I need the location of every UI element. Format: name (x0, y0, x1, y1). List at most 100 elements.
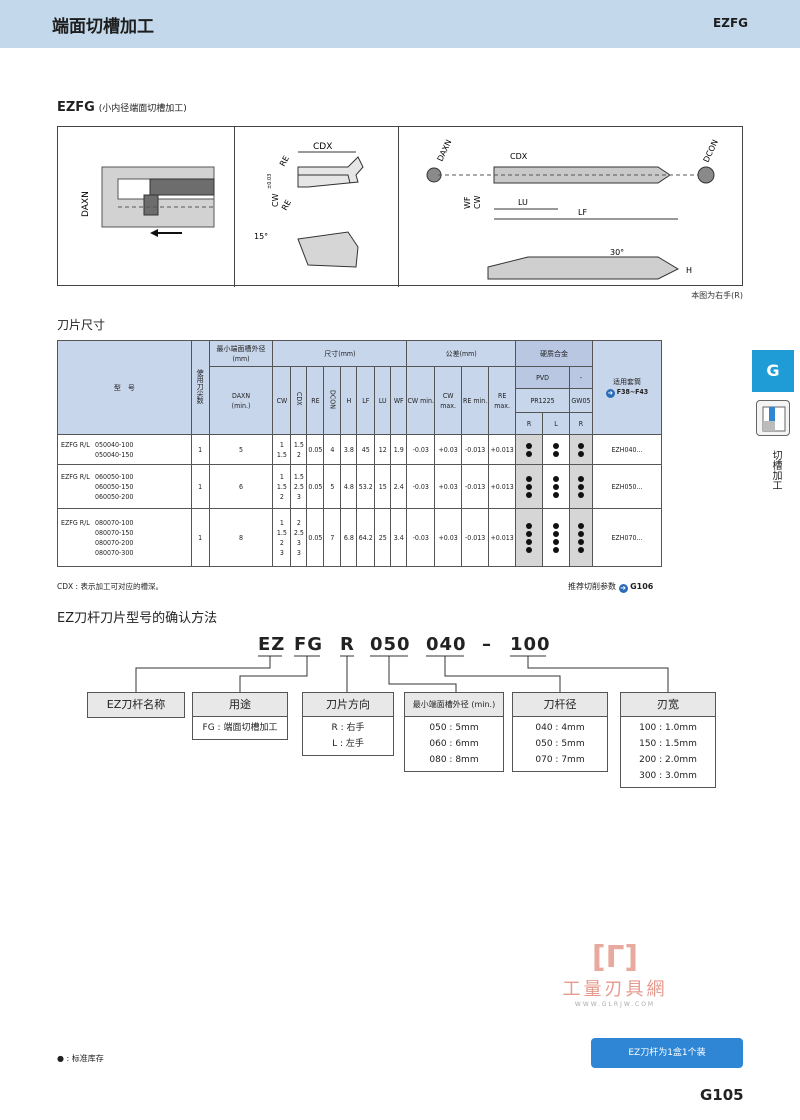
col-dcon: DCON (323, 366, 342, 435)
page-number: G105 (700, 1086, 744, 1104)
code-part-dash: – (482, 634, 492, 655)
stock-dot-icon (553, 538, 560, 545)
stock-dot-icon (526, 450, 533, 457)
stock-dot-icon (553, 450, 560, 457)
col-suit: 适用套筒 ➜ F38~F43 (591, 340, 663, 435)
stock-dot-icon (577, 483, 584, 490)
table-title: 刀片尺寸 (57, 318, 106, 332)
cw-value: 1 (279, 440, 284, 449)
model-code: 060050-200 (95, 492, 134, 501)
cutting-reference[interactable]: 推荐切削参数 ➜ G106 (568, 581, 653, 593)
col-daxn: DAXN (min.) (208, 366, 274, 435)
table-header-row: DAXN (min.) CW CDX RE DCON H LF LU WF CW… (58, 366, 662, 435)
cw-label-2: CW (473, 195, 482, 209)
h-label: H (686, 266, 692, 275)
code-box-head: 刀杆径 (513, 693, 607, 717)
re-cell: 0.05 (306, 508, 325, 567)
col-pvd: PVD (515, 366, 570, 389)
model-code: 050040-150 (95, 450, 134, 459)
cw-value: 1 (279, 472, 284, 481)
diagram-divider (398, 127, 399, 287)
model-code: 080070-100 (95, 518, 134, 527)
model-code: 080070-200 (95, 538, 134, 547)
watermark-name: 工量刃具網 (562, 979, 668, 1000)
stock-dot-icon (577, 546, 584, 553)
cdx-value: 2 (296, 450, 301, 459)
model-code: 060050-100 (95, 472, 134, 481)
stock-dot-icon (526, 475, 533, 482)
col-re-min: RE min. (461, 366, 490, 435)
holder-cell: EZH070... (591, 508, 663, 567)
stock-dot-icon (577, 538, 584, 545)
cw-min-cell: -0.03 (406, 464, 436, 509)
code-box-line: 050 : 5mm (535, 739, 585, 749)
table-header-row: R L R (58, 412, 662, 435)
col-r2: R (568, 412, 593, 435)
cutting-reference-page[interactable]: G106 (630, 582, 654, 591)
col-cw-min: CW min. (406, 366, 436, 435)
code-guide-title: EZ刀杆刀片型号的确认方法 (57, 611, 218, 626)
cdx-value: 3 (296, 548, 301, 557)
cdx-value: 1.5 (293, 472, 304, 481)
col-edges-label: 使用刀尖数 (196, 368, 205, 404)
code-box-line: 070 : 7mm (535, 755, 585, 765)
page-title: 端面切槽加工 (52, 17, 154, 37)
cdx-value: 3 (296, 492, 301, 501)
header-code: EZFG (713, 16, 748, 30)
cdx-value: 1.5 (293, 440, 304, 449)
cw-label: CW (271, 193, 280, 207)
model-code: 080070-300 (95, 548, 134, 557)
stock-dot-icon (526, 530, 533, 537)
model-prefix: EZFG R/L (61, 472, 90, 481)
code-box-line: 050 : 5mm (429, 723, 479, 733)
tool-diagram: DAXN CDX RE CW ±0.03 RE 15° DAXN CDX WF … (57, 126, 743, 287)
code-box-head: 刃宽 (621, 693, 715, 717)
stock-dot-icon (577, 491, 584, 498)
packaging-button[interactable]: EZ刀杆为1盒1个装 (591, 1038, 743, 1068)
stock-dot-icon (526, 546, 533, 553)
cw-value: 2 (279, 538, 284, 547)
col-suit-ref: F38~F43 (616, 388, 649, 396)
col-r: R (515, 412, 544, 435)
code-part-ez: EZ (258, 634, 286, 655)
code-box-head: EZ刀杆名称 (88, 693, 184, 717)
side-tab-g[interactable]: G (752, 350, 794, 392)
stock-dot-icon (577, 530, 584, 537)
stock-dot-icon (526, 538, 533, 545)
section-code: EZFG (57, 100, 95, 115)
stock-dot-icon (526, 522, 533, 529)
cdx-value: 2.5 (293, 528, 304, 537)
code-box-head: 最小端面槽外径 (min.) (405, 693, 503, 717)
lf-cell: 64.2 (356, 508, 376, 567)
stock-dot-icon (553, 522, 560, 529)
code-box-usage: 用途 FG : 端面切槽加工 (192, 692, 288, 740)
arrow-icon: ➜ (605, 389, 615, 398)
col-wf: WF (390, 366, 408, 435)
angle30-label: 30° (610, 248, 624, 257)
code-box-line: 080 : 8mm (429, 755, 479, 765)
tool-drawing: DAXN CDX RE CW ±0.03 RE 15° DAXN CDX WF … (81, 138, 720, 280)
daxn-label: DAXN (81, 191, 91, 217)
stock-cell-gw-r (568, 464, 593, 509)
cdx-note: CDX : 表示加工可对应的槽深。 (57, 582, 163, 591)
cw-value: 1.5 (276, 528, 287, 537)
cw-value: 1.5 (276, 482, 287, 491)
code-box-line: 100 : 1.0mm (639, 723, 697, 733)
watermark-logo: [ᒥ] (591, 940, 639, 975)
lf-cell: 53.2 (356, 464, 376, 509)
code-box-line: 300 : 3.0mm (639, 771, 697, 781)
col-daxn-label: DAXN (232, 391, 251, 400)
lf-label: LF (578, 208, 587, 217)
cw-max-cell: +0.03 (434, 508, 463, 567)
col-lu: LU (374, 366, 392, 435)
col-grade: 硬质合金 (515, 340, 593, 367)
model-code: 060050-150 (95, 482, 134, 491)
model-code: 050040-100 (95, 440, 134, 449)
page-header: 端面切槽加工 EZFG (0, 0, 800, 48)
col-gw05: GW05 (568, 388, 593, 413)
daxn-cell: 5 (208, 434, 274, 465)
cdx-value: 2.5 (293, 482, 304, 491)
code-box-name: EZ刀杆名称 (87, 692, 185, 718)
